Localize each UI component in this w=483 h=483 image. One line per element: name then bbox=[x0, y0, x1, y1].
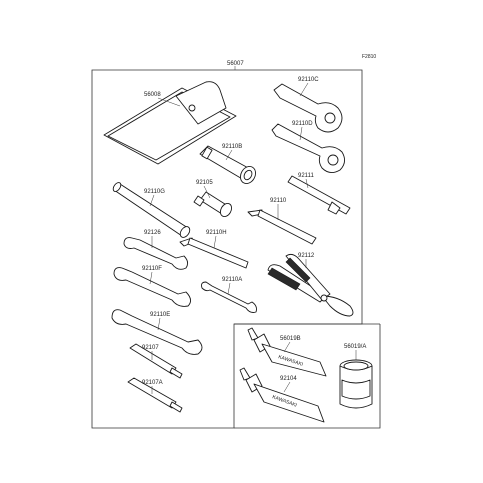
leader-bar-92111 bbox=[305, 178, 309, 189]
leader-spanner-f bbox=[149, 271, 153, 285]
grease-can-56019a bbox=[339, 359, 373, 409]
label-grease-92104: 92104 bbox=[280, 376, 297, 382]
label-hex-h: 92110H bbox=[206, 230, 227, 236]
tool-pouch bbox=[103, 81, 237, 165]
label-spanner-a: 92110A bbox=[222, 277, 242, 283]
label-bar-92111: 92111 bbox=[298, 173, 314, 179]
label-wrench-c: 92110C bbox=[298, 77, 319, 83]
label-handle-92105: 92105 bbox=[196, 180, 213, 186]
bar-92110g bbox=[112, 182, 191, 238]
spanner-92110f bbox=[113, 267, 191, 307]
screwdriver-92107 bbox=[129, 343, 183, 379]
leader-wrench-c bbox=[299, 82, 309, 97]
leader-spanner-e bbox=[157, 317, 161, 331]
spanner-92126 bbox=[123, 237, 189, 270]
leader-handle-92105 bbox=[203, 185, 211, 199]
spanner-92110e bbox=[111, 309, 203, 355]
grease-tube-92104: KAWASAKI bbox=[239, 367, 325, 423]
label-kit: 56007 bbox=[227, 61, 244, 67]
label-plug-wrench-b: 92110B bbox=[222, 144, 242, 150]
label-pliers-92112: 92112 bbox=[298, 253, 315, 259]
label-bar-g: 92110G bbox=[144, 189, 165, 195]
label-spanner-92126: 92126 bbox=[144, 230, 161, 236]
leader-hex-h bbox=[213, 235, 217, 249]
pliers-92112 bbox=[267, 253, 354, 317]
grease-tube-56019b: KAWASAKI bbox=[247, 327, 327, 377]
leader-wrench-d bbox=[299, 126, 303, 141]
label-hex-92110: 92110 bbox=[270, 198, 287, 204]
bar-92111 bbox=[287, 175, 351, 215]
plug-wrench-92110b bbox=[199, 145, 256, 184]
label-pouch: 56008 bbox=[144, 92, 161, 98]
leader-spanner-a bbox=[227, 282, 231, 295]
label-spanner-f: 92110F bbox=[142, 266, 162, 272]
label-screwdriver-a: 92107A bbox=[142, 380, 163, 386]
box-wrench-92110c bbox=[273, 83, 343, 133]
figure-code: F2810 bbox=[362, 54, 376, 60]
label-screwdriver-92107: 92107 bbox=[142, 345, 159, 351]
label-wrench-d: 92110D bbox=[292, 121, 313, 127]
handle-92105 bbox=[193, 191, 233, 218]
leader-bar-g bbox=[149, 194, 155, 207]
leader-grease-92104 bbox=[283, 381, 291, 393]
hex-key-92110 bbox=[247, 209, 317, 245]
leader-pouch bbox=[157, 97, 181, 107]
hex-key-92110h bbox=[179, 237, 249, 269]
box-wrench-92110d bbox=[271, 123, 345, 173]
label-grease-b: 56019B bbox=[280, 336, 301, 342]
leader-plug-wrench-b bbox=[225, 149, 233, 161]
spanner-92110a bbox=[201, 281, 257, 313]
grease-frame bbox=[234, 323, 381, 429]
leader-grease-b bbox=[283, 341, 291, 353]
label-can: 56019/A bbox=[344, 344, 366, 350]
label-spanner-e: 92110E bbox=[150, 312, 170, 318]
